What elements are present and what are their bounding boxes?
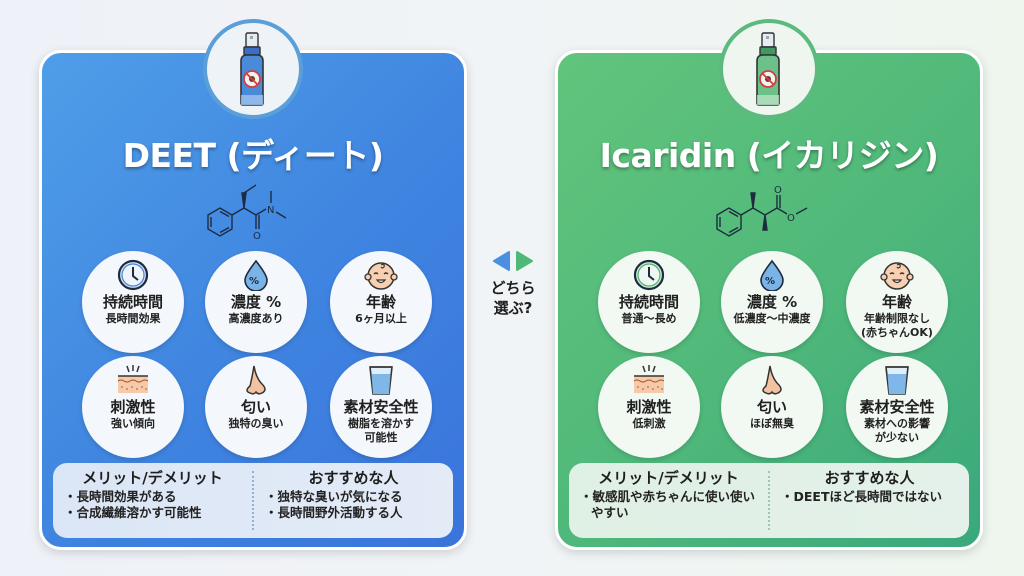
- skin-irritation-icon: [633, 365, 665, 393]
- svg-text:O: O: [787, 213, 795, 224]
- spray-bottle-icon: [240, 32, 264, 106]
- water-glass-icon: [885, 366, 909, 395]
- icaridin-feature-concentration: % 濃度 % 低濃度〜中濃度: [721, 251, 823, 353]
- list-item: DEETほど長時間ではない: [780, 489, 959, 505]
- droplet-percent-icon: %: [760, 259, 784, 291]
- list-item: 長時間効果がある: [63, 489, 242, 505]
- divider: [252, 471, 254, 530]
- svg-text:N: N: [267, 205, 274, 216]
- icaridin-title: Icaridin (イカリジン): [599, 136, 939, 175]
- deet-summary-panel: メリット/デメリット 長時間効果がある 合成繊維溶かす可能性 おすすめな人 独特…: [53, 463, 453, 538]
- deet-title: DEET (ディート): [122, 136, 384, 175]
- deet-feature-age: 年齢 6ヶ月以上: [330, 251, 432, 353]
- icaridin-feature-material-safety: 素材安全性 素材への影響 が少ない: [846, 356, 948, 458]
- baby-face-icon: [364, 262, 398, 290]
- list-item: 独特な臭いが気になる: [264, 489, 443, 505]
- spray-bottle-icon: [756, 32, 780, 106]
- list-item: 敏感肌や赤ちゃんに使い使いやすい: [579, 489, 758, 521]
- svg-text:O: O: [774, 185, 782, 196]
- deet-feature-smell: 匂い 独特の臭い: [205, 356, 307, 458]
- icaridin-pros-cons: メリット/デメリット 敏感肌や赤ちゃんに使い使いやすい: [569, 463, 768, 538]
- list-item: 合成繊維溶かす可能性: [63, 505, 242, 521]
- water-glass-icon: [369, 366, 393, 395]
- question-text-line1: どちら: [490, 279, 536, 297]
- icaridin-card: Icaridin (イカリジン) O O 持続時間 普通〜長め % 濃度 % 低…: [555, 19, 983, 550]
- deet-feature-concentration: % 濃度 % 高濃度あり: [205, 251, 307, 353]
- deet-badge: [203, 19, 303, 119]
- icaridin-feature-age: 年齢 年齢制限なし (赤ちゃんOK): [846, 251, 948, 353]
- nose-icon: [762, 365, 782, 395]
- deet-recommended: おすすめな人 独特な臭いが気になる 長時間野外活動する人: [254, 463, 453, 538]
- icaridin-summary-panel: メリット/デメリット 敏感肌や赤ちゃんに使い使いやすい おすすめな人 DEETほ…: [569, 463, 969, 538]
- deet-pros-cons: メリット/デメリット 長時間効果がある 合成繊維溶かす可能性: [53, 463, 252, 538]
- icaridin-molecule-structure: O O: [716, 185, 808, 237]
- comparison-prompt: どちら 選ぶ?: [478, 250, 548, 318]
- svg-text:O: O: [253, 231, 261, 242]
- clock-icon: [633, 259, 665, 291]
- deet-card: DEET (ディート) O N 持続時間 長時間効果 % 濃度 % 高濃度あり …: [39, 19, 467, 550]
- deet-feature-duration: 持続時間 長時間効果: [82, 251, 184, 353]
- icaridin-feature-irritation: 刺激性 低刺激: [598, 356, 700, 458]
- droplet-percent-icon: %: [244, 259, 268, 291]
- divider: [768, 471, 770, 530]
- left-arrow-icon: [493, 251, 510, 271]
- icaridin-feature-smell: 匂い ほぼ無臭: [721, 356, 823, 458]
- icaridin-badge: [719, 19, 819, 119]
- right-arrow-icon: [516, 251, 533, 271]
- deet-feature-material-safety: 素材安全性 樹脂を溶かす 可能性: [330, 356, 432, 458]
- svg-text:%: %: [765, 276, 775, 287]
- skin-irritation-icon: [117, 365, 149, 393]
- icaridin-recommended: おすすめな人 DEETほど長時間ではない: [770, 463, 969, 538]
- list-item: 長時間野外活動する人: [264, 505, 443, 521]
- deet-feature-irritation: 刺激性 強い傾向: [82, 356, 184, 458]
- icaridin-feature-duration: 持続時間 普通〜長め: [598, 251, 700, 353]
- baby-face-icon: [880, 262, 914, 290]
- nose-icon: [246, 365, 266, 395]
- clock-icon: [117, 259, 149, 291]
- question-text-line2: 選ぶ?: [493, 299, 533, 317]
- deet-molecule-structure: O N: [207, 184, 287, 242]
- svg-text:%: %: [249, 276, 259, 287]
